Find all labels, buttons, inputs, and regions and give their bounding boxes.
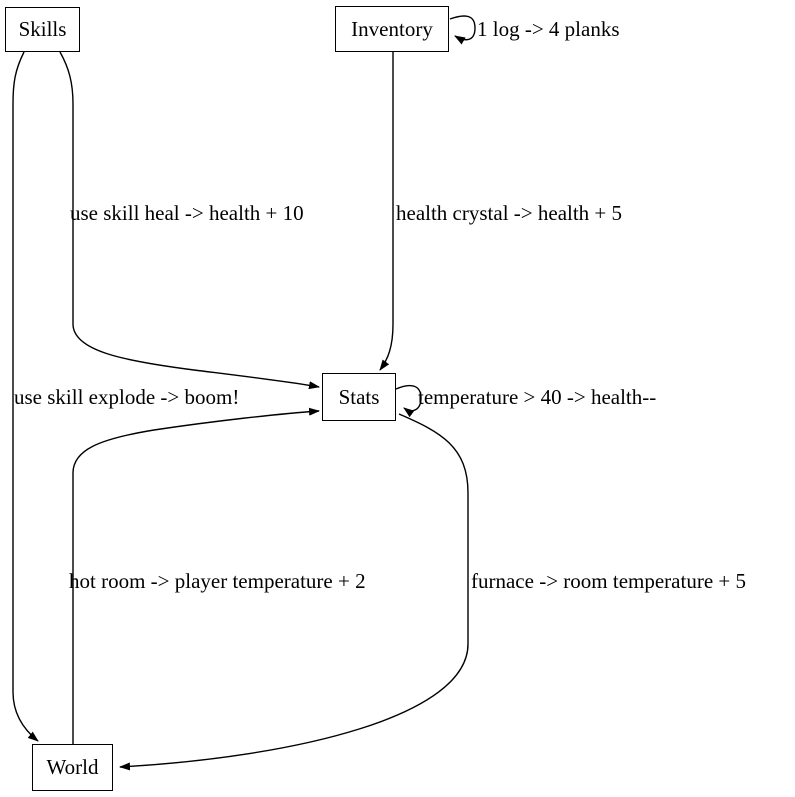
edge-label-furnace-rule: furnace -> room temperature + 5	[471, 569, 746, 593]
node-skills-label: Skills	[18, 17, 67, 41]
edge-label-temperature-rule: temperature > 40 -> health--	[418, 385, 657, 409]
edge-skills-to-stats	[59, 51, 320, 390]
node-stats: Stats	[322, 373, 396, 421]
node-inventory: Inventory	[335, 6, 449, 52]
edge-label-heal-rule: use skill heal -> health + 10	[70, 201, 304, 225]
node-skills: Skills	[5, 7, 80, 52]
edge-inventory-self-loop	[449, 15, 476, 45]
edge-label-health-crystal-rule: health crystal -> health + 5	[396, 201, 623, 225]
edge-inventory-to-stats	[379, 52, 394, 371]
edge-skills-to-world	[12, 51, 39, 742]
edge-label-log-to-planks: 1 log -> 4 planks	[477, 17, 620, 41]
edge-stats-to-world	[119, 413, 469, 771]
node-world: World	[32, 744, 113, 791]
edge-label-hot-room-rule: hot room -> player temperature + 2	[69, 569, 366, 593]
node-world-label: World	[46, 755, 99, 779]
edge-stats-self-loop	[395, 384, 422, 418]
edge-world-to-stats	[72, 407, 320, 744]
node-inventory-label: Inventory	[351, 16, 433, 41]
node-stats-label: Stats	[338, 384, 380, 409]
edge-label-explode-rule: use skill explode -> boom!	[14, 385, 240, 409]
